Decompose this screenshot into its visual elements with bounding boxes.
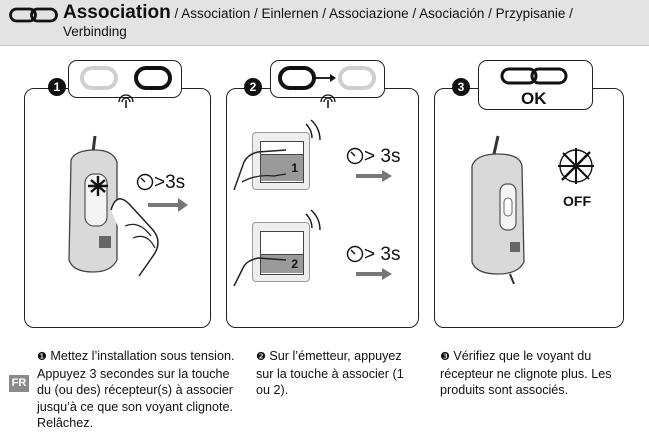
- timer-icon: [346, 147, 364, 165]
- transmitter-top: 1: [252, 132, 310, 190]
- timer-icon: [346, 245, 364, 263]
- delay-value: >3s: [154, 172, 186, 193]
- delay-value: > 3s: [364, 244, 401, 265]
- instruction-1-bullet: ❶: [37, 351, 47, 363]
- step-3-panel: [434, 88, 624, 328]
- title-translations-line2: Verbinding: [63, 24, 127, 39]
- header-bar: Association / Association / Einlernen / …: [0, 0, 649, 46]
- instruction-3-bullet: ❸: [440, 351, 450, 363]
- step-3-number: 3: [452, 78, 470, 96]
- pressing-hand-icon: [233, 209, 321, 287]
- instruction-3-text: Vérifiez que le voyant du récepteur ne c…: [440, 349, 612, 397]
- receiver-device-off-illustration: [471, 135, 525, 284]
- instruction-2-bullet: ❷: [256, 351, 266, 363]
- chain-unlinked-icon: [80, 66, 172, 108]
- delay-label-2a: > 3s: [346, 146, 400, 168]
- transmitter-button-1[interactable]: 1: [261, 154, 303, 181]
- step-1-tab: [68, 60, 182, 98]
- receiver-device-illustration: [68, 135, 159, 277]
- instruction-1-text: Mettez l’installation sous tension. Appu…: [37, 349, 235, 430]
- transmitter-bottom: 2: [252, 222, 310, 282]
- title-translations: / Association / Einlernen / Associazione…: [170, 6, 573, 21]
- chain-linking-icon: [278, 66, 376, 108]
- ok-label: OK: [521, 89, 547, 108]
- chain-linked-icon: [500, 67, 568, 85]
- arrow-right-icon: [356, 170, 392, 182]
- page-title: Association / Association / Einlernen / …: [63, 2, 573, 23]
- instruction-1: ❶ Mettez l’installation sous tension. Ap…: [37, 348, 237, 432]
- chain-link-icon: [9, 7, 58, 23]
- pressing-hand-icon: [233, 119, 321, 191]
- title-main: Association: [63, 2, 171, 23]
- delay-label-2b: > 3s: [346, 244, 400, 266]
- arrow-right-icon: [356, 268, 392, 280]
- instruction-3: ❸ Vérifiez que le voyant du récepteur ne…: [440, 348, 615, 399]
- timer-icon: [136, 173, 154, 191]
- step-2-number: 2: [244, 78, 262, 96]
- instruction-2: ❷ Sur l’émetteur, appuyez sur la touche …: [256, 348, 421, 399]
- off-label: OFF: [563, 193, 591, 209]
- delay-value: > 3s: [364, 146, 401, 167]
- instruction-2-text: Sur l’émetteur, appuyez sur la touche à …: [256, 349, 404, 397]
- step-1-number: 1: [48, 78, 66, 96]
- delay-label-1: >3s: [136, 172, 185, 194]
- led-off-icon: [558, 148, 594, 184]
- language-badge: FR: [9, 375, 29, 392]
- transmitter-button-frame: 2: [260, 231, 304, 275]
- arrow-right-icon: [148, 198, 188, 212]
